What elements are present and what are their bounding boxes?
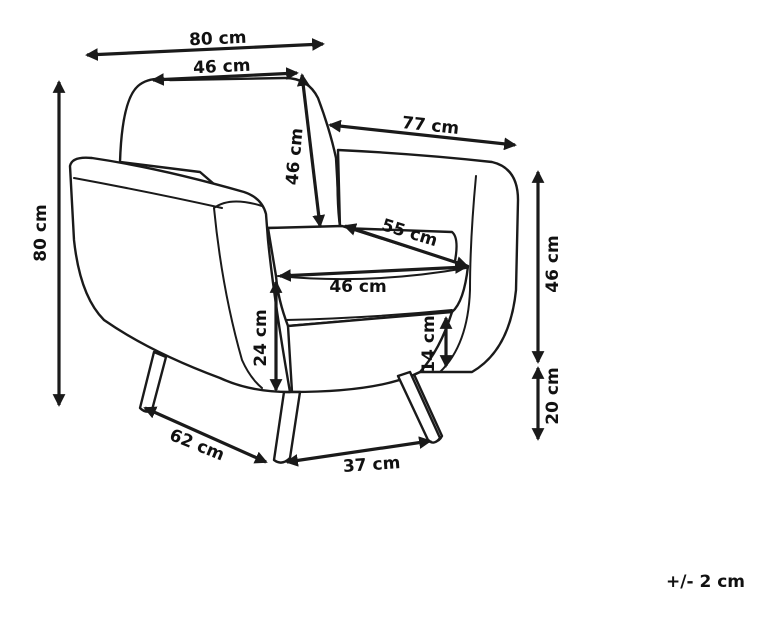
dim-seat-width-label: 46 cm	[329, 277, 386, 297]
dim-leg-span-width-label: 37 cm	[342, 453, 401, 477]
dim-armrest-height-label: 46 cm	[543, 235, 563, 292]
dim-total-width-line	[85, 38, 325, 61]
dim-backrest-height-label: 46 cm	[283, 127, 308, 186]
dim-seat-width-line	[278, 261, 468, 282]
tolerance-note: +/- 2 cm	[666, 572, 745, 592]
dim-total-height-label: 80 cm	[31, 204, 51, 261]
left-armrest-front-face	[73, 177, 223, 209]
dim-leg-span-depth-line	[143, 406, 268, 464]
right-armrest-inner	[336, 149, 341, 229]
seat-front-bottom	[285, 309, 453, 321]
dim-armrest-above-seat-label: 24 cm	[251, 309, 271, 366]
dim-total-depth-line	[328, 119, 517, 151]
dim-total-width-label: 80 cm	[189, 28, 247, 50]
dimension-lines	[52, 38, 545, 467]
dim-seat-cushion-height-label: 14 cm	[419, 315, 439, 372]
dim-leg-height-label: 20 cm	[543, 367, 563, 424]
back-left-leg	[138, 350, 168, 413]
dim-seat-depth-line	[343, 223, 469, 269]
front-left-leg	[272, 390, 302, 464]
right-armrest-edge	[439, 175, 477, 373]
dim-backrest-height-line	[296, 73, 326, 228]
dim-backrest-width-label: 46 cm	[193, 56, 251, 78]
dim-leg-span-width-line	[285, 436, 432, 467]
left-armrest-front-edge	[213, 207, 263, 389]
dim-backrest-width-line	[151, 67, 299, 86]
left-armrest-top	[213, 200, 263, 209]
